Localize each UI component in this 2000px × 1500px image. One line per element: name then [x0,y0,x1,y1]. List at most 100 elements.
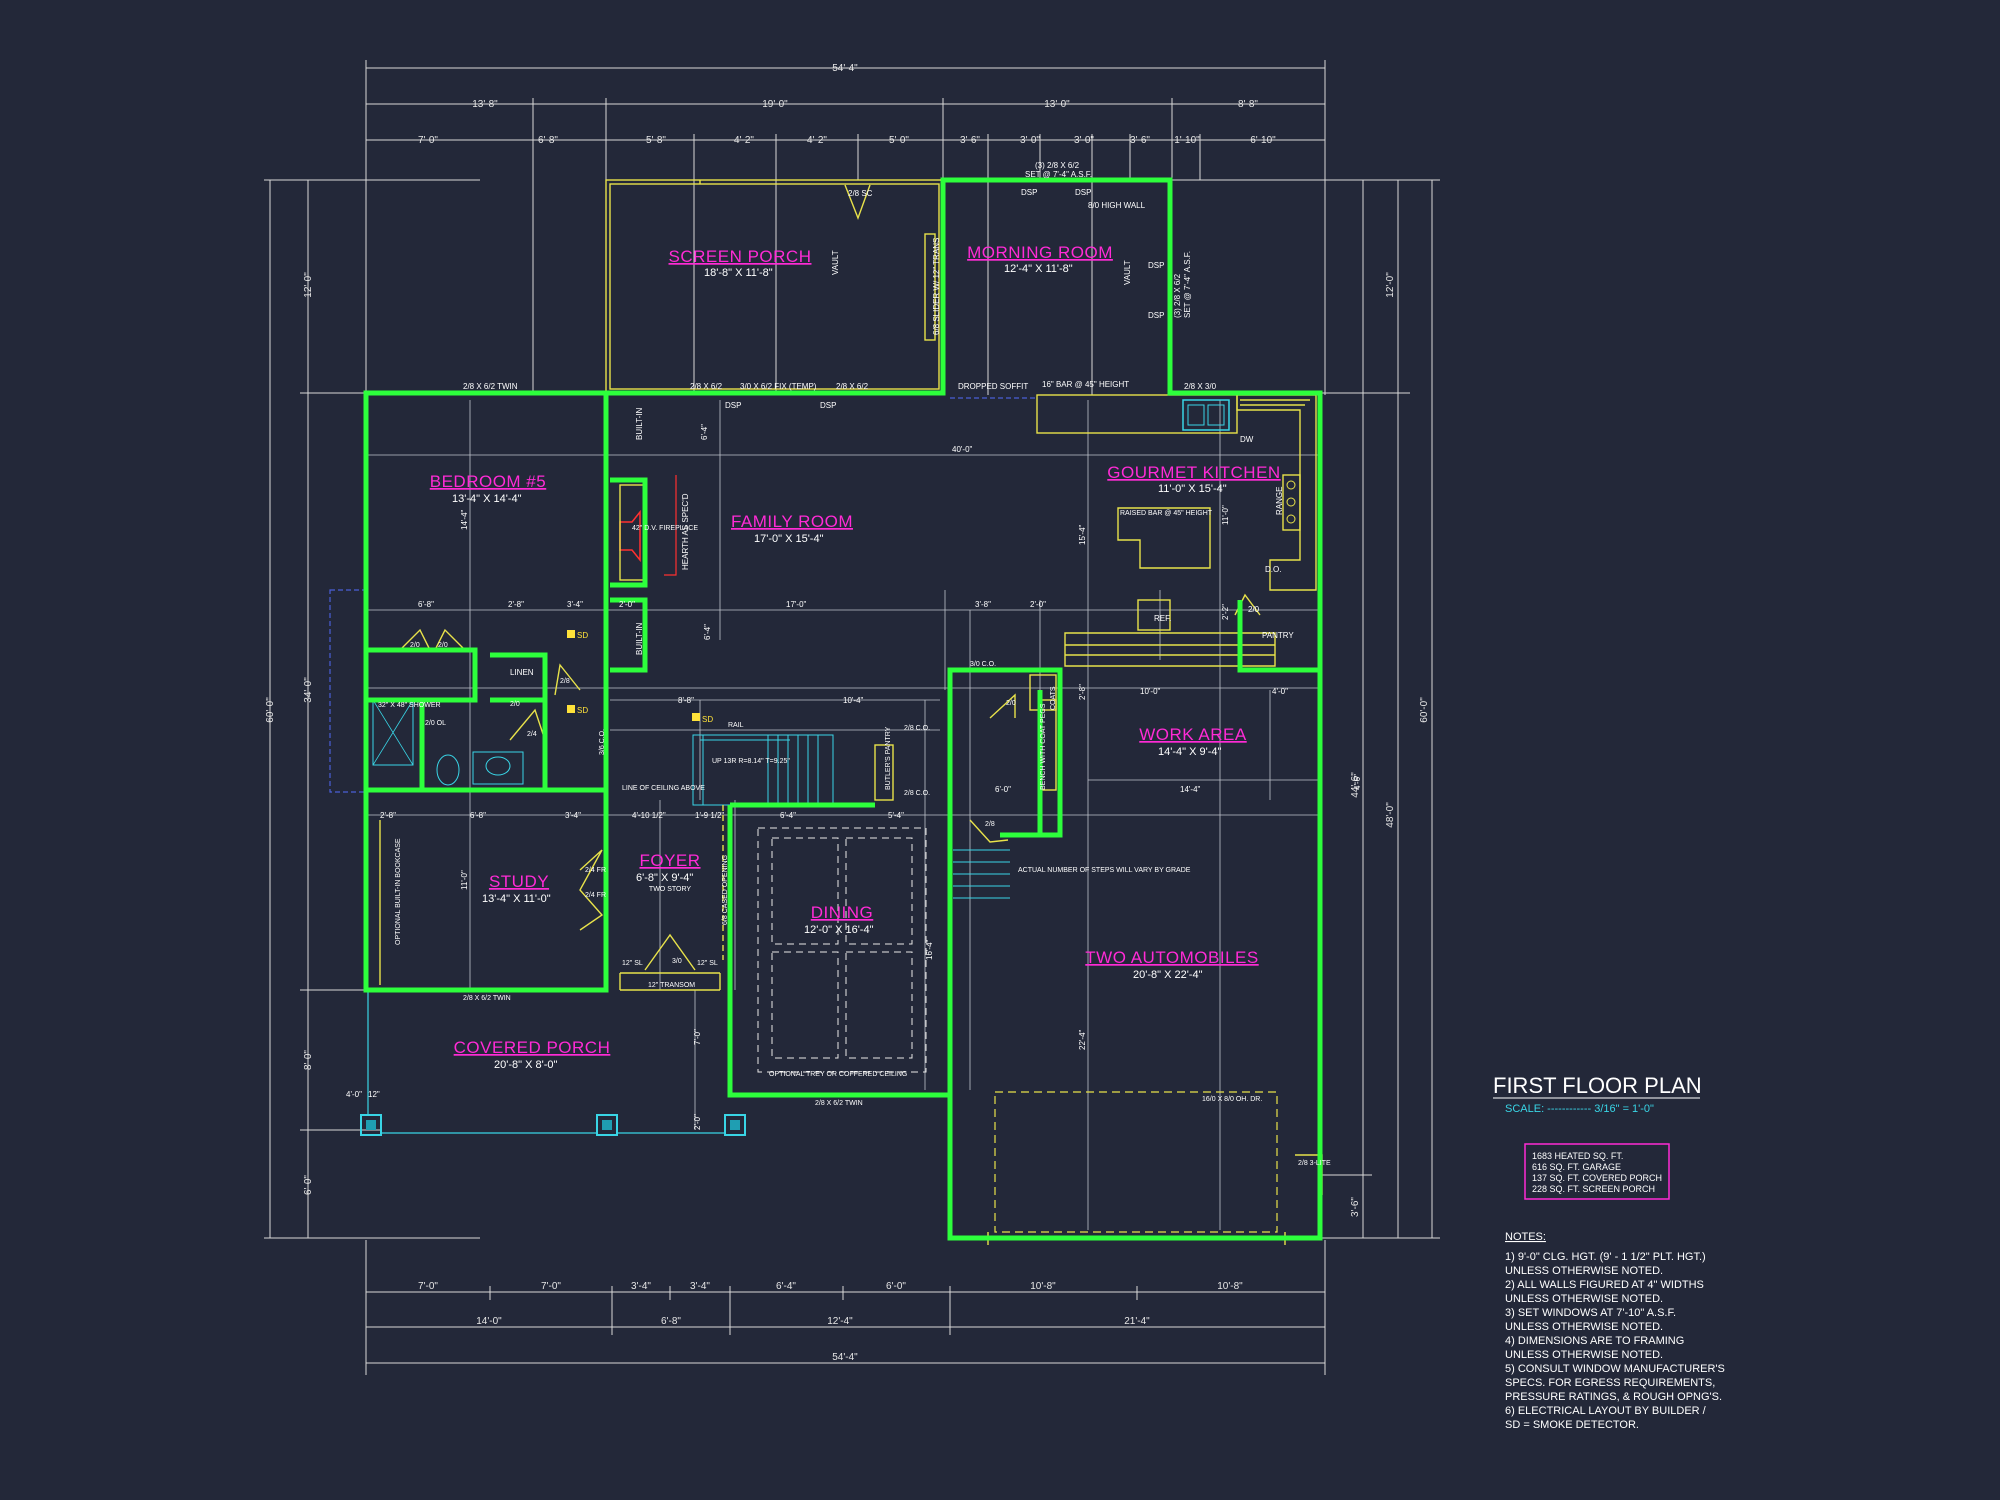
label-raised-bar: RAISED BAR @ 45" HEIGHT [1120,510,1213,517]
dim-right-44: 44'-6" [1350,772,1361,798]
label-sc: 2/8 SC [848,189,873,198]
dim-int-m: 14'-4" [1180,785,1201,794]
label-slider: 6/8 SLIDER W/ 12" TRANS [932,238,941,335]
dim-int-t: 6'-4" [780,811,796,820]
label-sd-2: SD [577,706,588,715]
label-door-28-a: 2/8 [560,678,570,685]
room-family-room-size: 17'-0" X 15'-4" [754,533,824,545]
label-do: D.O. [1265,565,1281,574]
area-heated: 1683 HEATED SQ. FT. [1532,1151,1623,1161]
dim-int-ac: 2'-0" [693,1114,702,1130]
dim-bot-2b: 6'-8" [661,1316,681,1327]
dim-bot-overall: 54'-4" [832,1352,858,1363]
dim-int-v: 16'-4" [925,939,934,960]
dim-int-r: 4'-10 1/2" [632,811,666,820]
label-garage-door: 16/0 X 8/0 OH. DR. [1202,1096,1262,1103]
label-butlers-pantry: BUTLER'S PANTRY [885,726,892,790]
dim-top-3e: 4'-2" [807,135,827,146]
note-line-6: UNLESS OTHERWISE NOTED. [1505,1321,1663,1333]
dim-bot-1e: 6'-4" [776,1281,796,1292]
dim-int-b: 2'-8" [508,600,524,609]
note-line-11: PRESSURE RATINGS, & ROUGH OPNG'S. [1505,1391,1722,1403]
room-screen-porch-size: 18'-8" X 11'-8" [704,267,773,279]
label-dsp-6: DSP [1148,311,1164,320]
dim-int-i: 10'-4" [843,696,864,705]
plan-scale: SCALE: ------------ 3/16" = 1'-0" [1505,1103,1654,1115]
label-co-30: 3/0 C.O. [970,661,996,668]
label-sl-2: 12" SL [697,960,718,967]
dim-int-s: 1'-9 1/2" [695,811,724,820]
label-dsp-5: DSP [1148,261,1164,270]
dim-bot-1b: 7'-0" [541,1281,561,1292]
dim-int-ab: 7'-0" [693,1029,702,1045]
label-twin-bottom: 2/8 X 6/2 TWIN [463,995,511,1002]
label-bar: 16" BAR @ 45" HEIGHT [1042,380,1129,389]
label-steps: ACTUAL NUMBER OF STEPS WILL VARY BY GRAD… [1018,867,1191,874]
label-pantry: PANTRY [1262,631,1294,640]
label-co-28-a: 2/8 C.O. [904,725,930,732]
label-built-in-2: BUILT-IN [635,622,644,655]
side-dimensions: 60'-0" 34'-0" 12'-0" 8'-0" 6'-0" 60'-0" … [264,179,1440,1239]
label-sd-3: SD [702,715,713,724]
dim-int-x: 14'-4" [460,509,469,530]
notes: NOTES: 1) 9'-0" CLG. HGT. (9' - 1 1/2" P… [1505,1231,1725,1431]
label-transom: 12" TRANSOM [648,982,695,989]
label-window-2: 2/8 X 6/2 [836,382,869,391]
dim-int-w: 22'-4" [1078,1029,1087,1050]
label-fireplace: 42" D.V. FIREPLACE [632,525,698,532]
label-morning-window: (3) 2/8 X 6/2 [1035,161,1080,170]
label-hearth: HEARTH AS SPEC'D [681,493,690,570]
dim-left-8: 8'-0" [303,1050,314,1070]
room-labels: SCREEN PORCH 18'-8" X 11'-8" MORNING ROO… [430,243,1280,1071]
room-work-area-size: 14'-4" X 9'-4" [1158,746,1221,758]
label-door-20-c: 2/0 [510,701,520,708]
dim-int-aj: 11'-0" [460,870,469,890]
area-covered-porch: 137 SQ. FT. COVERED PORCH [1532,1173,1662,1183]
label-range: RANGE [1275,487,1284,515]
dim-int-40: 40'-0" [952,445,973,454]
room-screen-porch-name: SCREEN PORCH [669,247,812,266]
dim-right-12: 12'-0" [1385,272,1396,298]
note-line-3: 2) ALL WALLS FIGURED AT 4" WIDTHS [1505,1279,1704,1291]
label-fr-1: 2/4 FR [585,867,606,874]
note-line-2: UNLESS OTHERWISE NOTED. [1505,1265,1663,1277]
dim-top-3c: 5'-8" [646,135,666,146]
dim-bot-2a: 14'-0" [476,1316,502,1327]
dim-int-y: 6'-4" [700,424,709,440]
label-stairs: UP 13R R=8.14" T=9.25" [712,758,790,765]
note-line-9: 5) CONSULT WINDOW MANUFACTURER'S [1505,1363,1725,1375]
dim-top-3l: 6'-10" [1250,135,1276,146]
dim-int-z: 15'-4" [1078,524,1087,545]
dim-top-3j: 3'-6" [1130,135,1150,146]
room-dining-name: DINING [811,903,874,922]
dim-int-f: 3'-8" [975,600,991,609]
dim-int-q: 3'-4" [565,811,581,820]
label-window-fix: 3/0 X 6/2 FIX (TEMP) [740,382,817,391]
label-door-20-a: 2/0 [410,642,420,649]
dim-top-3d: 4'-2" [734,135,754,146]
label-twin-top: 2/8 X 6/2 TWIN [463,382,518,391]
dim-top-3h: 3'-0" [1020,135,1040,146]
label-window-kitchen: 2/8 X 3/0 [1184,382,1217,391]
room-two-automobiles-size: 20'-8" X 22'-4" [1133,969,1203,981]
label-dsp-2: DSP [820,401,836,410]
note-line-8: UNLESS OTHERWISE NOTED. [1505,1349,1663,1361]
note-line-12: 6) ELECTRICAL LAYOUT BY BUILDER / [1505,1405,1707,1417]
dim-int-ai: 4'-6" [1353,774,1362,790]
label-vault-1: VAULT [831,250,840,275]
room-two-automobiles-name: TWO AUTOMOBILES [1085,948,1258,967]
annotations: 2/8 X 6/2 TWIN 2/8 X 6/2 3/0 X 6/2 FIX (… [378,161,1331,1167]
dim-top-3k: 1'-10" [1174,135,1200,146]
bottom-dimensions: 7'-0" 7'-0" 3'-4" 3'-4" 6'-4" 6'-0" 10'-… [365,1240,1326,1375]
label-dropped-soffit: DROPPED SOFFIT [958,382,1028,391]
dim-int-af: 2'-2" [1221,604,1230,620]
room-work-area-name: WORK AREA [1139,725,1247,744]
room-family-room-name: FAMILY ROOM [731,512,853,531]
dim-int-h: 8'-8" [678,696,694,705]
plan-title: FIRST FLOOR PLAN [1493,1073,1702,1098]
label-door-24: 2/4 [527,731,537,738]
label-pantry-door: 2/0 [1248,605,1260,614]
label-bench: BENCH WITH COAT PEGS [1040,703,1047,790]
dim-top-overall: 54'-4" [832,63,858,74]
area-box [1524,1143,1670,1200]
